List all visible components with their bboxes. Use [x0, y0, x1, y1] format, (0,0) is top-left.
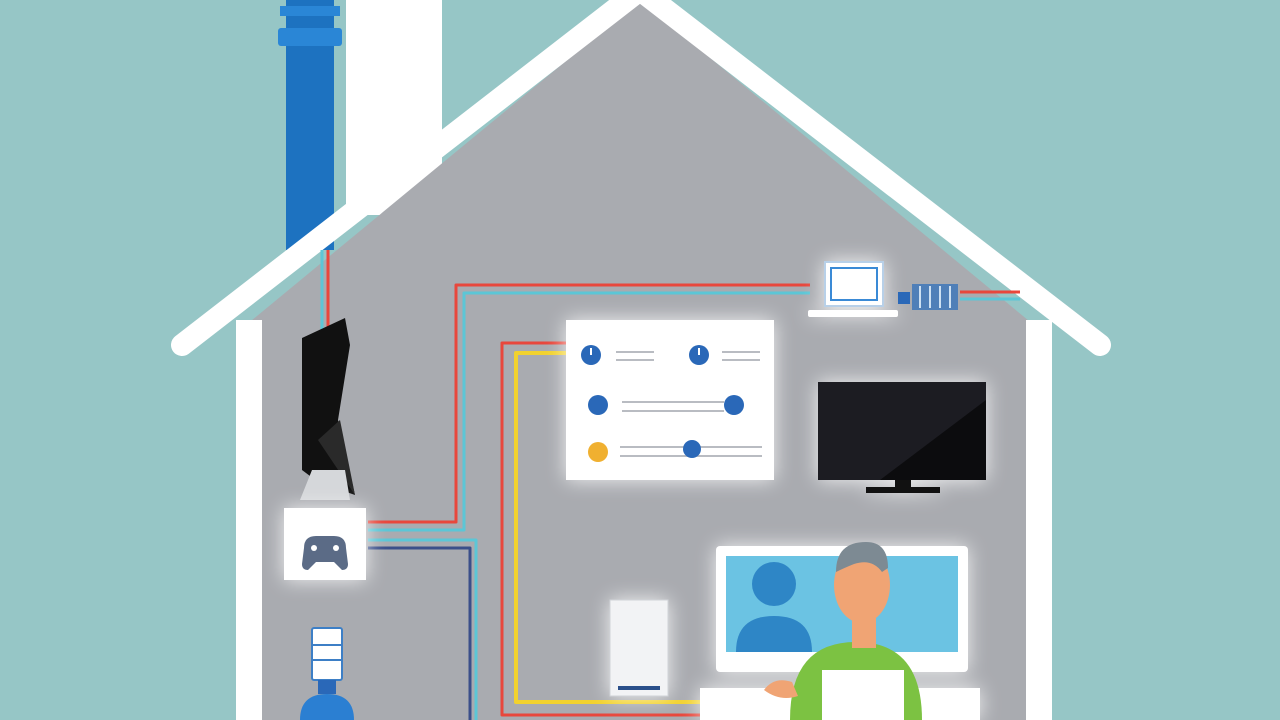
water-heater-icon	[300, 627, 354, 720]
network-switch-icon	[898, 284, 958, 310]
laptop-icon	[808, 261, 898, 317]
router-icon	[300, 318, 355, 500]
chimney-pipe-icon	[278, 0, 342, 250]
person-icon	[764, 542, 922, 720]
gamepad-icon	[284, 508, 366, 580]
roof-outline	[171, 0, 1111, 356]
wiring	[320, 250, 1020, 720]
left-wall	[236, 320, 262, 720]
pc-tower-icon	[609, 599, 669, 697]
tv-monitor-icon	[818, 382, 986, 493]
thermostat-control-panel-icon	[566, 320, 774, 480]
right-wall	[1026, 320, 1052, 720]
